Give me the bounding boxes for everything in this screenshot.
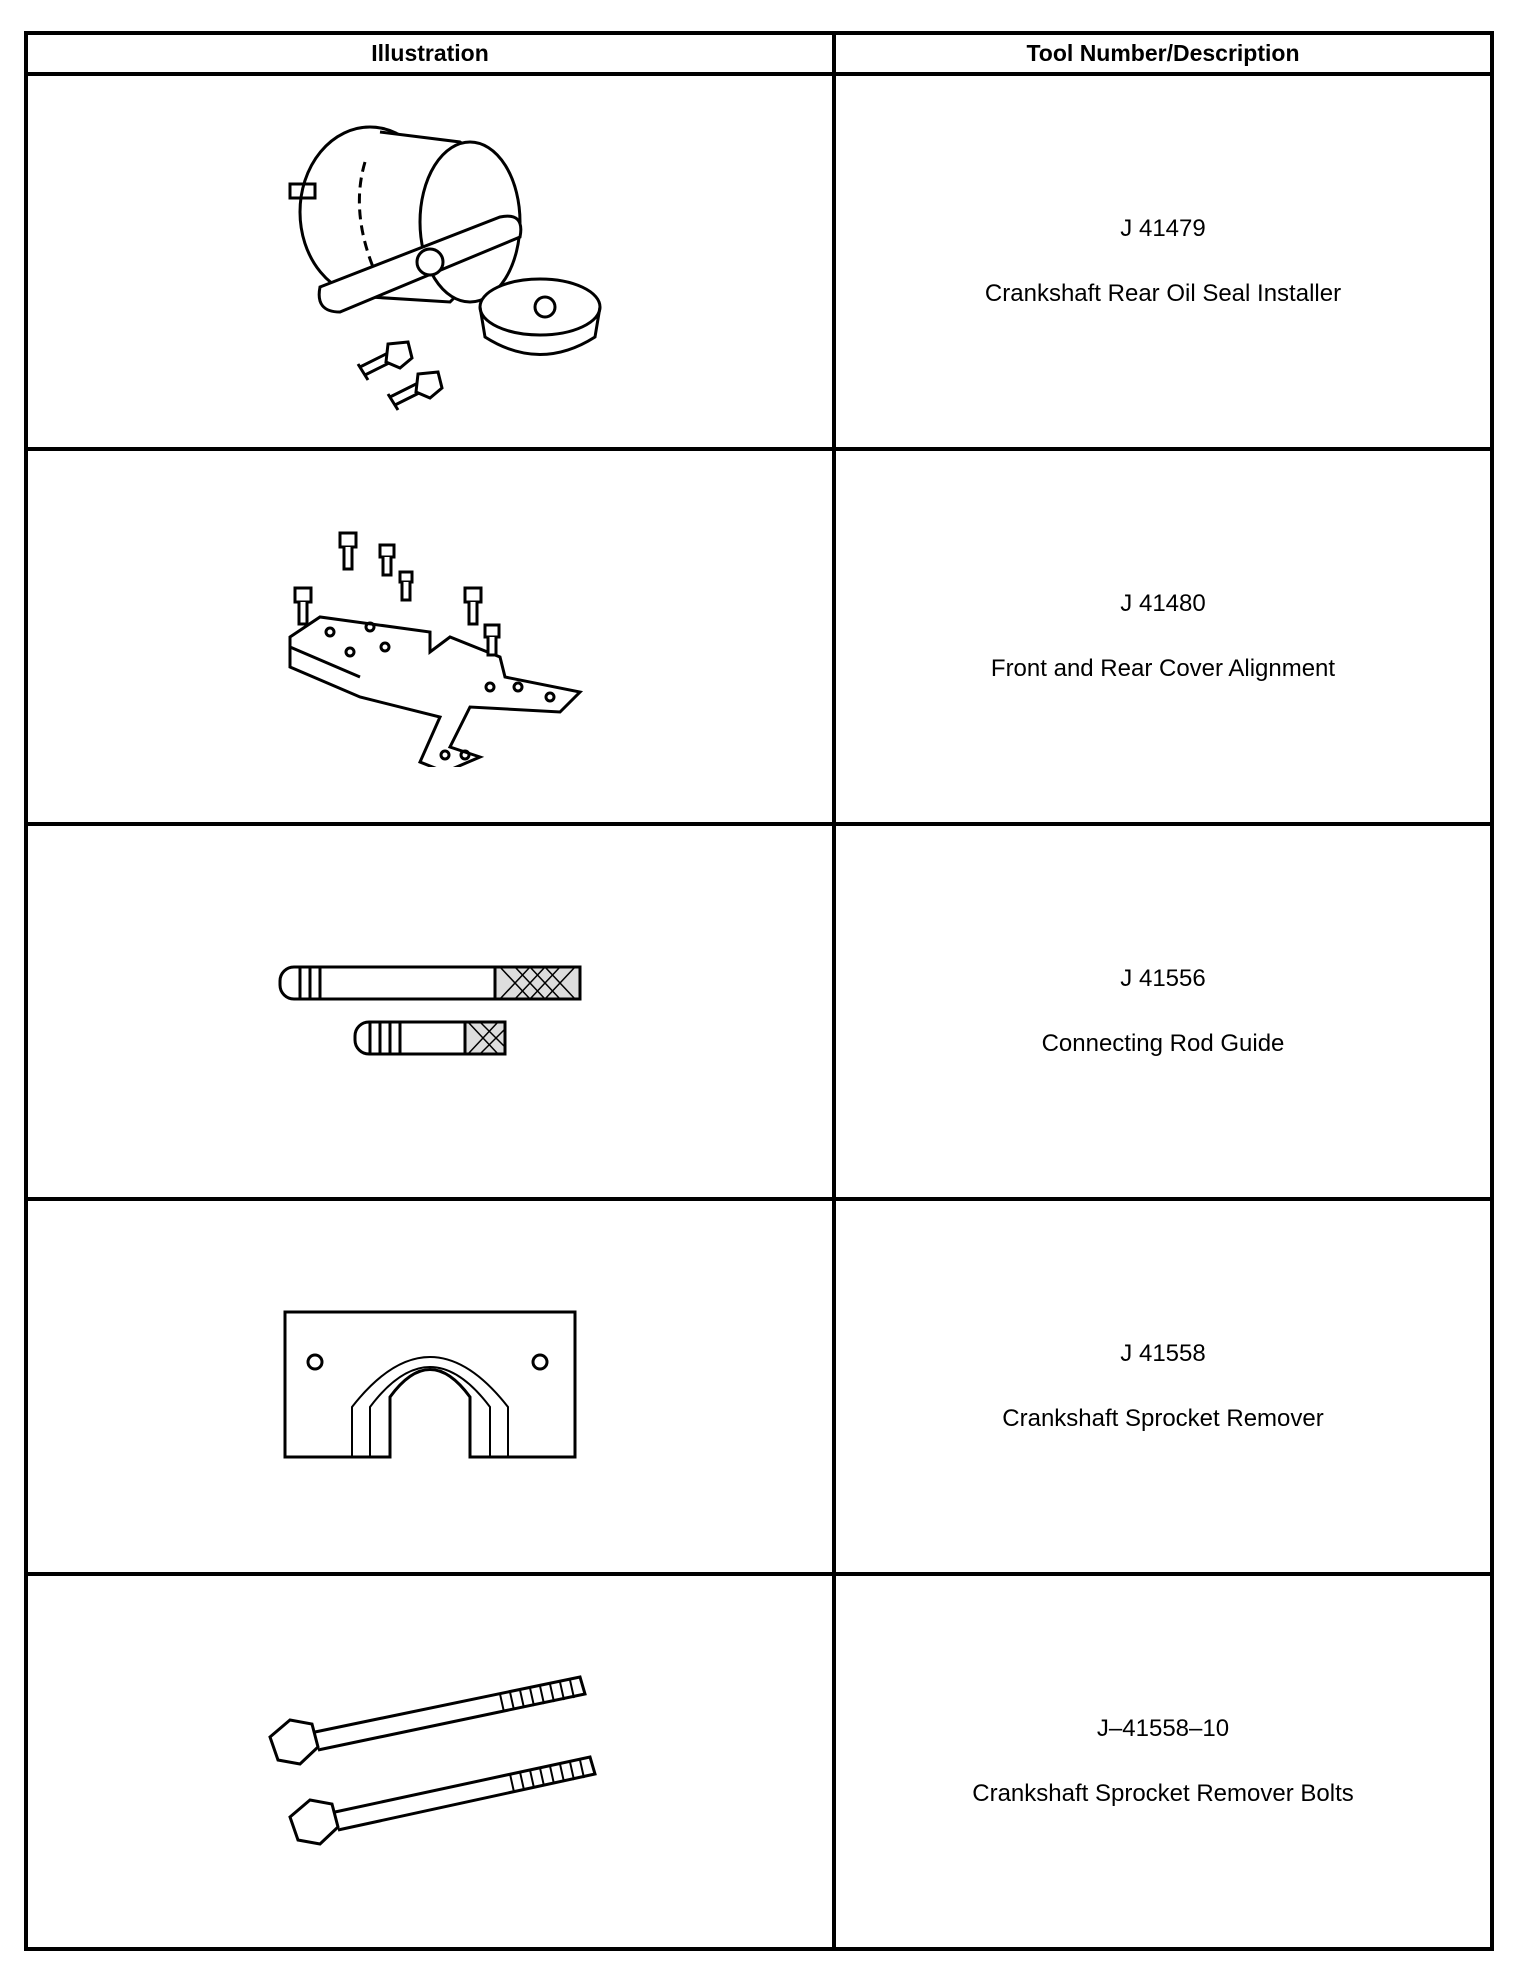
tool-cell: J 41480 Front and Rear Cover Alignment xyxy=(832,447,1494,826)
tool-description: Crankshaft Sprocket Remover Bolts xyxy=(972,1780,1354,1807)
illustration-cell xyxy=(24,1572,836,1951)
tool-number: J 41479 xyxy=(1120,215,1206,242)
illustration-cell xyxy=(24,72,836,451)
table-row: J 41556 Connecting Rod Guide xyxy=(24,822,1494,1201)
alignment-plate-icon xyxy=(288,531,584,767)
sprocket-remover-icon xyxy=(283,1310,577,1458)
table-row: J 41558 Crankshaft Sprocket Remover xyxy=(24,1197,1494,1576)
tool-cell: J–41558–10 Crankshaft Sprocket Remover B… xyxy=(832,1572,1494,1951)
table-row: J 41480 Front and Rear Cover Alignment xyxy=(24,447,1494,826)
tool-number: J–41558–10 xyxy=(1096,1715,1230,1742)
rod-guide-icon xyxy=(278,965,582,1055)
illustration-cell xyxy=(24,447,836,826)
illustration-cell xyxy=(24,1197,836,1576)
illustration-cell xyxy=(24,822,836,1201)
table-row: J 41479 Crankshaft Rear Oil Seal Install… xyxy=(24,72,1494,451)
table-header-row: Illustration Tool Number/Description xyxy=(24,31,1494,76)
seal-installer-icon xyxy=(288,125,602,411)
tool-number: J 41558 xyxy=(1120,1340,1206,1367)
tool-description: Front and Rear Cover Alignment xyxy=(990,655,1336,682)
header-tool-number-description: Tool Number/Description xyxy=(832,31,1494,76)
tool-cell: J 41556 Connecting Rod Guide xyxy=(832,822,1494,1201)
tool-number: J 41556 xyxy=(1120,965,1206,992)
tool-cell: J 41479 Crankshaft Rear Oil Seal Install… xyxy=(832,72,1494,451)
tool-description: Crankshaft Rear Oil Seal Installer xyxy=(984,280,1342,307)
table-row: J–41558–10 Crankshaft Sprocket Remover B… xyxy=(24,1572,1494,1951)
tool-table: Illustration Tool Number/Description xyxy=(24,31,1494,1951)
tool-number: J 41480 xyxy=(1120,590,1206,617)
tool-cell: J 41558 Crankshaft Sprocket Remover xyxy=(832,1197,1494,1576)
tool-description: Connecting Rod Guide xyxy=(1041,1030,1285,1057)
bolts-icon xyxy=(268,1674,597,1846)
tool-description: Crankshaft Sprocket Remover xyxy=(1002,1405,1324,1432)
header-illustration: Illustration xyxy=(24,31,836,76)
